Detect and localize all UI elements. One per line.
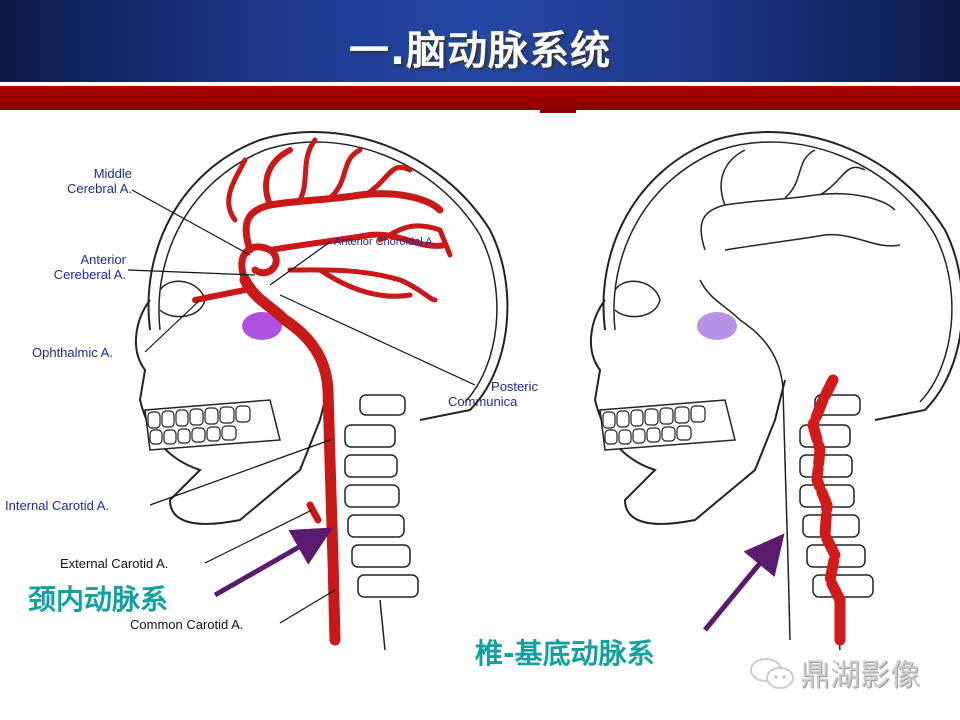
watermark: 鼎湖影像 [800, 658, 920, 693]
left-skull-diagram [127, 131, 509, 652]
caption-vertebrobasilar-system: 椎-基底动脉系 [475, 637, 655, 670]
right-arrow [703, 533, 785, 632]
slide-title: 一.脑动脉系统 [348, 28, 612, 74]
label-leader-lines [127, 189, 476, 624]
pituitary-region [242, 312, 282, 340]
caption-internal-carotid-system: 颈内动脉系 [28, 583, 169, 616]
red-divider-tab [540, 108, 576, 113]
vertebral-artery [807, 374, 846, 646]
label-external-carotid: External Carotid A. [60, 556, 169, 571]
label-anterior-choroidal: Anterior Choroidal A. [334, 236, 436, 248]
left-arrow [213, 527, 334, 598]
red-divider-bar [0, 86, 960, 110]
internal-carotid-artery-tree [192, 137, 453, 646]
label-ophthalmic: Ophthalmic A. [32, 345, 113, 360]
label-common-carotid: Common Carotid A. [130, 617, 244, 632]
title-banner [0, 0, 960, 82]
right-skull-diagram [589, 131, 960, 652]
label-internal-carotid: Internal Carotid A. [5, 498, 110, 513]
wechat-icon [750, 658, 794, 689]
